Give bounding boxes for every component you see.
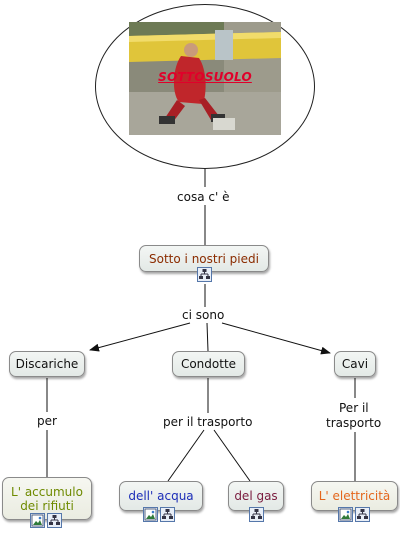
image-resource-icon[interactable] [30,513,45,528]
link-label-per: per [37,414,57,428]
node-icons [30,513,62,528]
node-label: Cavi [341,357,369,371]
photo-title: SOTTOSUOLO [158,70,252,84]
photo-illustration [129,22,281,135]
node-icons [197,267,212,282]
node-label: L' accumulo dei rifiuti [11,484,83,513]
node-elettricita[interactable]: L' elettricità [311,481,398,511]
concept-map-icon[interactable] [160,507,175,522]
concept-map-icon[interactable] [355,507,370,522]
link-label-per-trasporto: per il trasporto [163,415,253,429]
node-icons [249,507,264,522]
node-discariche[interactable]: Discariche [9,351,85,377]
link-label-trasporto: trasporto [326,416,382,430]
link-label-cosa: cosa c' è [177,190,230,204]
link-label-ci-sono: ci sono [182,308,225,322]
connector-arrow [221,322,331,355]
connector-line [167,429,205,482]
connector-line [213,429,251,482]
node-label: Condotte [180,357,237,371]
link-label-per-il: Per il [339,401,369,415]
connector-arrow [89,322,191,352]
node-label: L' elettricità [318,489,391,503]
worker-pipe-photo[interactable]: SOTTOSUOLO [129,22,281,135]
node-icons [143,507,175,522]
node-label: Sotto i nostri piedi [149,251,259,266]
node-label: del gas [234,489,278,503]
concept-map-icon[interactable] [47,513,62,528]
node-cavi[interactable]: Cavi [334,351,376,377]
image-resource-icon[interactable] [143,507,158,522]
concept-map-icon[interactable] [197,267,212,282]
image-resource-icon[interactable] [338,507,353,522]
node-icons [338,507,370,522]
node-label: Discariche [15,357,79,371]
connector-line [206,322,209,352]
node-label: dell' acqua [128,489,194,503]
node-condotte[interactable]: Condotte [172,351,245,377]
node-acqua[interactable]: dell' acqua [119,481,203,511]
node-accumulo-rifiuti[interactable]: L' accumulo dei rifiuti [2,477,92,520]
concept-map-icon[interactable] [249,507,264,522]
